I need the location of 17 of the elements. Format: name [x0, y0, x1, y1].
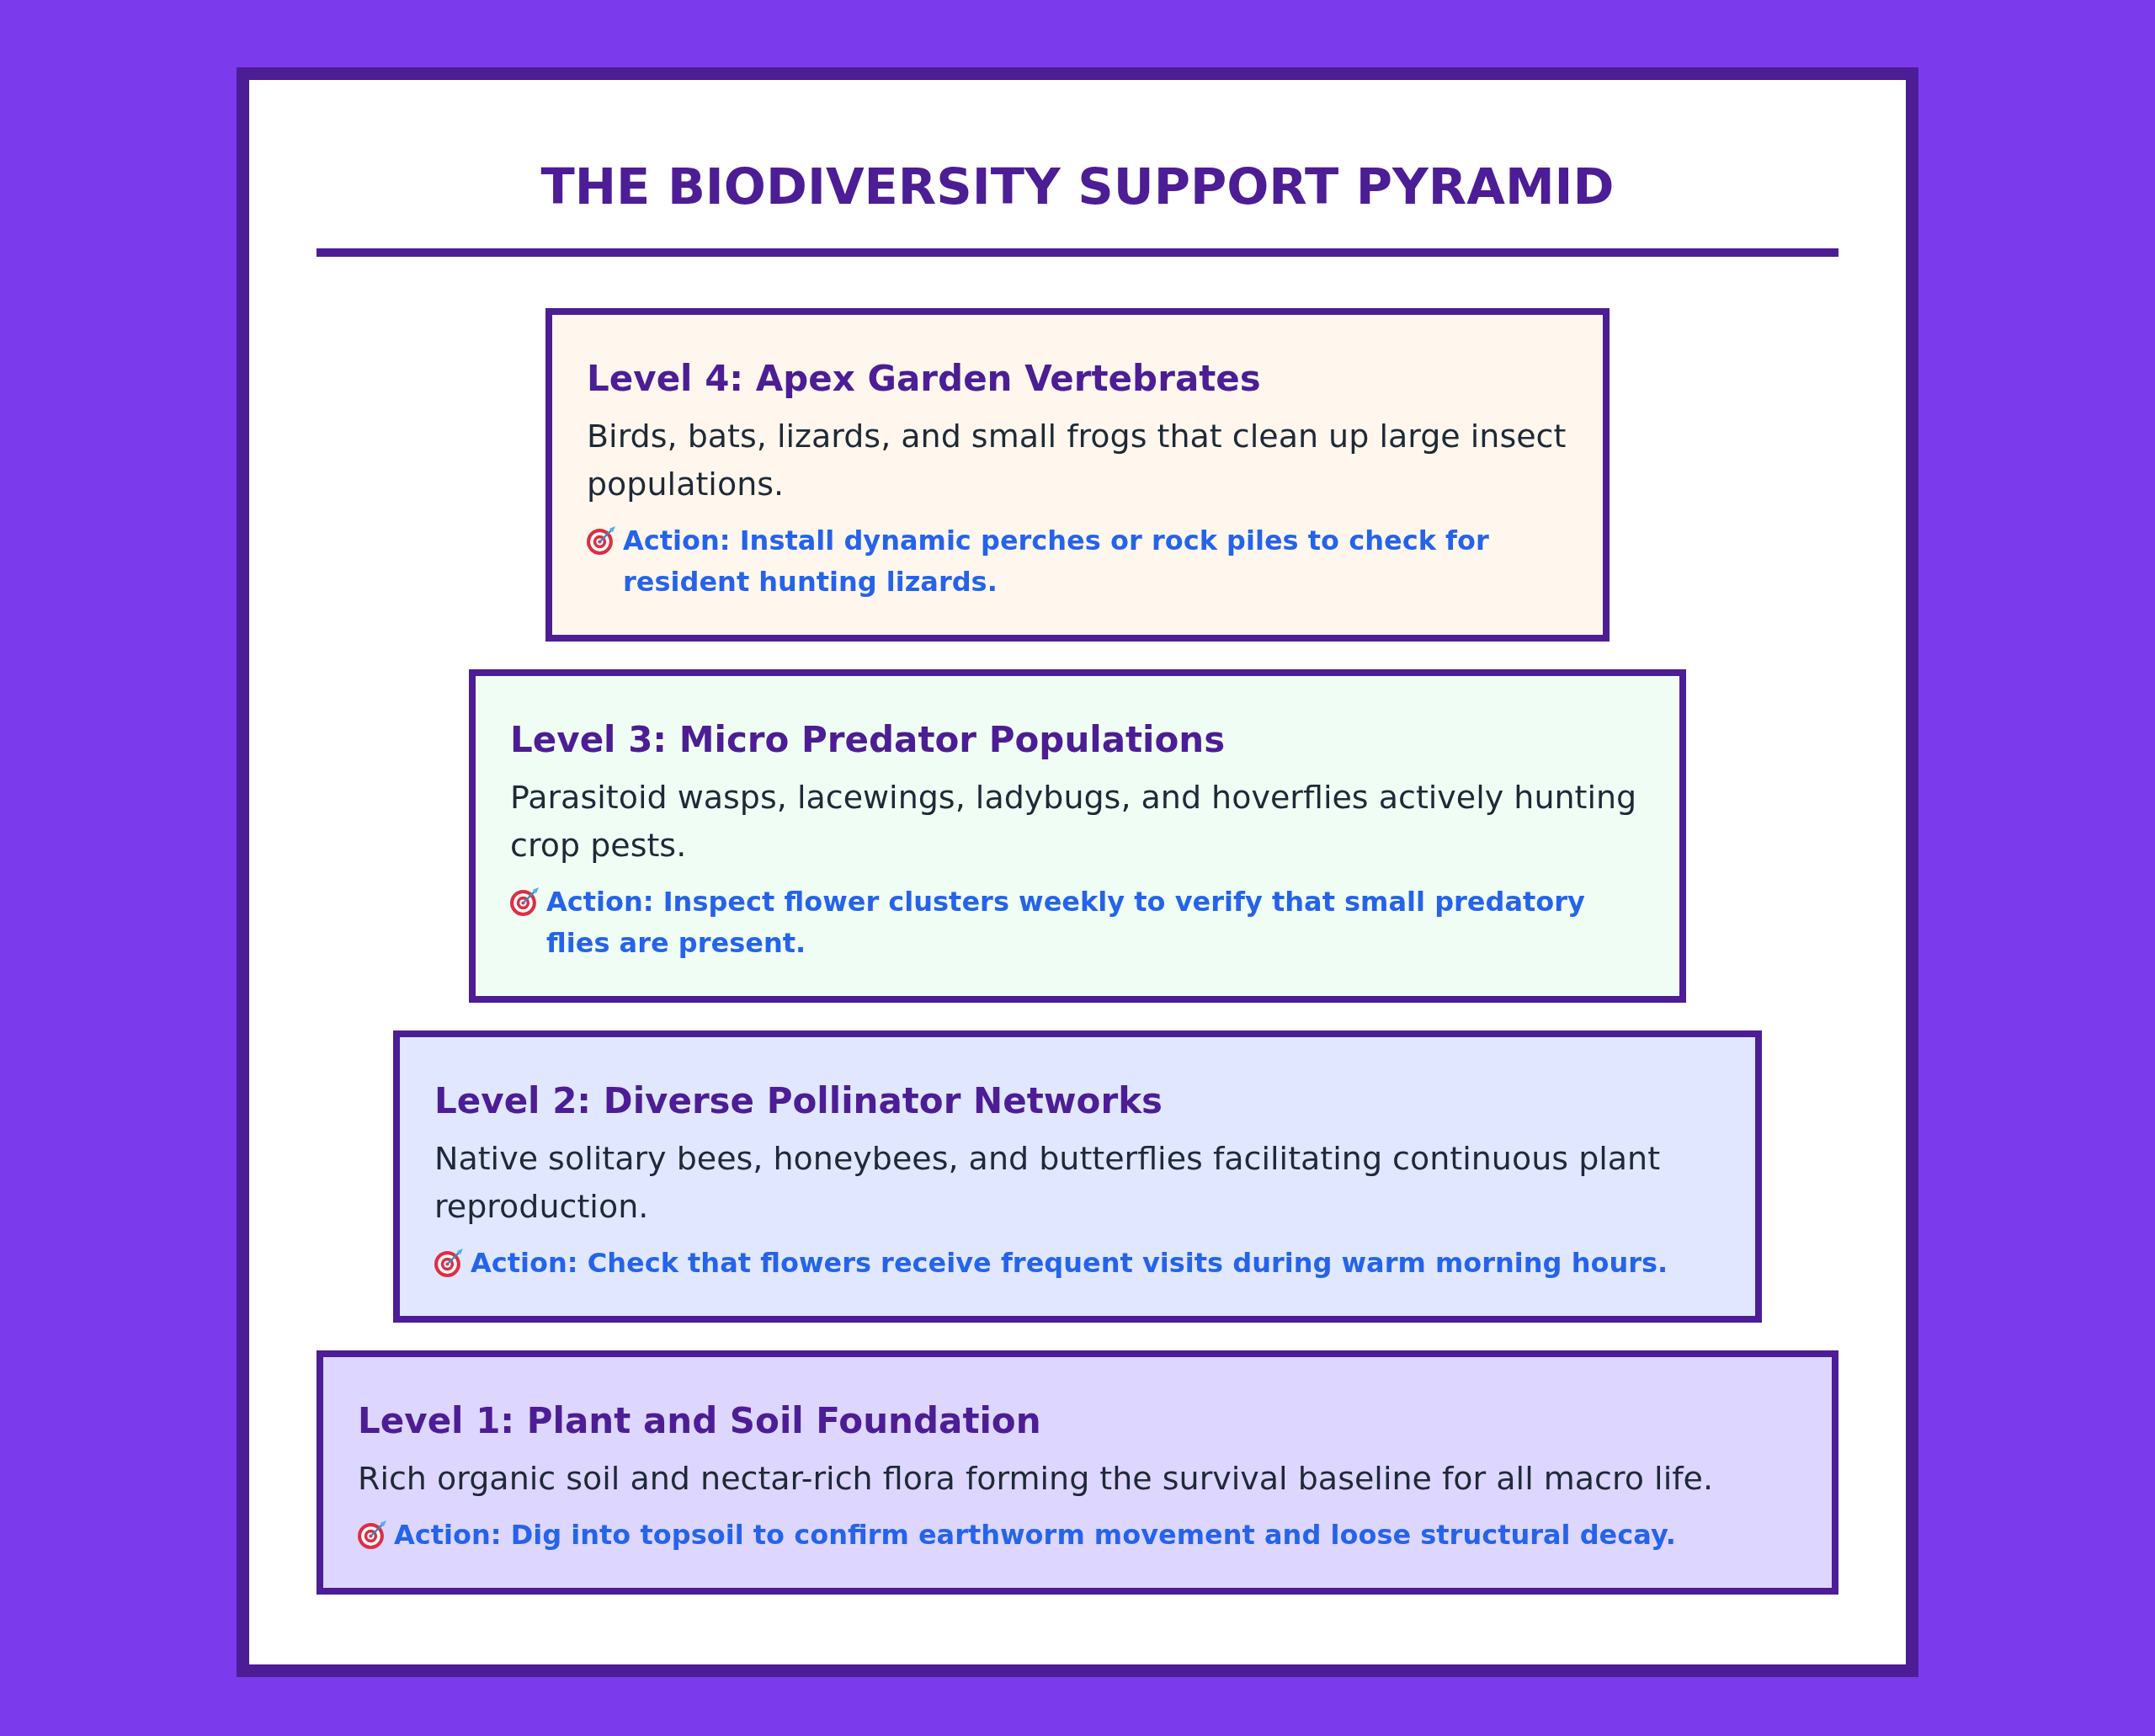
level-box — [545, 308, 1610, 642]
level-heading: Level 1: Plant and Soil Foundation — [358, 1399, 1042, 1443]
level-description: Parasitoid wasps, lacewings, ladybugs, and hoverflies actively hunting crop pests. — [510, 778, 1638, 865]
action-text: Action: Inspect flower clusters weekly to verify that small predatory flies are present. — [546, 885, 1586, 961]
action-text: Action: Check that flowers receive frequent visits during warm morning hours. — [471, 1246, 1669, 1281]
level-box — [469, 669, 1686, 1003]
level-heading: Level 3: Micro Predator Populations — [510, 718, 1226, 762]
level-heading: Level 4: Apex Garden Vertebrates — [587, 357, 1262, 401]
level-description: Native solitary bees, honeybees, and butterflies facilitating continuous plant reproduction. — [434, 1139, 1662, 1227]
action-text: Action: Dig into topsoil to confirm earthworm movement and loose structural decay. — [394, 1518, 1677, 1552]
level-description: Birds, bats, lizards, and small frogs that clean up large insect populations. — [587, 417, 1567, 504]
action-text: Action: Install dynamic perches or rock piles to check for resident hunting lizards. — [623, 524, 1490, 599]
level-box — [317, 1350, 1838, 1595]
level-description: Rich organic soil and nectar-rich flora forming the survival baseline for all macro life. — [358, 1459, 1715, 1499]
title: THE BIODIVERSITY SUPPORT PYRAMID — [540, 157, 1615, 216]
level-box — [393, 1030, 1762, 1323]
level-heading: Level 2: Diverse Pollinator Networks — [434, 1079, 1164, 1123]
